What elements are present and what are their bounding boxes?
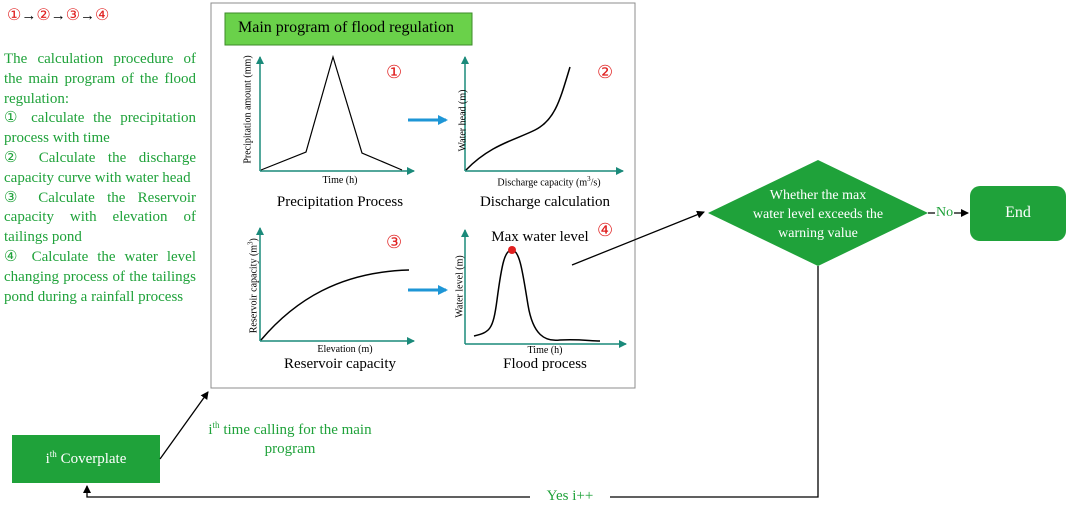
step-sequence: ①→②→③→④ [7,5,109,25]
procedure-step-3: ③ Calculate the Reservoir capacity with … [4,189,196,246]
calling-label: ith time calling for the main program [190,416,390,459]
seq-num-2: ② [36,7,51,24]
decision-line-2: water level exceeds the [752,207,884,222]
procedure-step-4: ④ Calculate the water level changing pro… [4,248,196,305]
calling-line-1: ith time calling for the main [190,416,390,440]
arrow-yes-loop [83,266,819,498]
calling-line-2: program [264,441,316,457]
end-box [970,186,1066,241]
discharge-curve [465,66,571,171]
coverplate-text: Coverplate [56,451,127,467]
arrow-coverplate-to-main [159,391,209,460]
main-program-frame [210,2,636,389]
calling-line-1-tail: time calling for the main [219,422,372,438]
coverplate-box [12,435,160,483]
panel-1-marker: ① [386,62,403,82]
panel-1-caption: Precipitation Process [276,194,404,210]
flood-process-curve [473,249,601,342]
procedure-description: The calculation procedure of the main pr… [4,50,196,307]
seq-num-3: ③ [65,7,81,24]
panel-1-xlabel: Time (h) [322,175,358,186]
panel-3-ylabel-main: Reservoir capacity (m [248,244,260,334]
panel-4-annotation: Max water level [491,229,589,245]
seq-arrow-1: → [21,8,37,24]
panel-2-caption: Discharge calculation [479,194,611,210]
reservoir-capacity-curve [260,269,410,341]
panel-2-ylabel: Water head (m) [457,89,469,152]
main-program-title-box [224,12,473,46]
panel-3-ylabel-tail: ) [248,238,260,242]
panel-1-ylabel: Precipitation amount (mm) [242,55,254,164]
precipitation-curve [260,54,403,171]
panel-2-xlabel-main: Discharge capacity (m [497,177,588,189]
panel-4-marker: ④ [597,220,614,240]
panel-3-ylabel-sup: 3 [246,241,255,245]
panel-4-axes [461,229,627,348]
panel-3-caption: Reservoir capacity [283,356,397,372]
procedure-step-1: ① calculate the precipitation process wi… [4,110,196,147]
max-water-level-dot [508,246,516,254]
decision-line-3: warning value [778,226,858,241]
coverplate-sup: th [49,449,57,459]
seq-num-4: ④ [95,7,110,24]
coverplate-label: ith Coverplate [12,449,160,468]
panel-1-axes [256,56,415,175]
procedure-intro: The calculation procedure of the main pr… [4,51,196,107]
panel-2-xlabel-tail: /s) [590,177,601,189]
panel-2-marker: ② [597,62,614,82]
panel-2-axes [461,56,624,175]
coverplate-prefix: i [45,451,50,467]
no-label: No [935,205,955,221]
panel-3-axes [256,227,415,345]
seq-num-1: ① [7,7,22,24]
main-program-title: Main program of flood regulation [238,19,454,36]
panel-4-ylabel: Water level (m) [454,255,466,318]
end-label: End [1005,204,1031,221]
panel-4-caption: Flood process [503,356,587,372]
panel-3-xlabel: Elevation (m) [317,344,373,355]
panel-4-xlabel: Time (h) [527,345,563,356]
panel-3-marker: ③ [386,232,403,252]
seq-arrow-3: → [80,8,96,24]
panel-3-ylabel: Reservoir capacity (m3) [246,236,259,336]
panel-2-xlabel: Discharge capacity (m3/s) [474,175,624,188]
decision-text: Whether the max water level exceeds the … [740,186,896,243]
procedure-step-2: ② Calculate the discharge capacity curve… [4,149,196,186]
arrow-main-to-decision [571,210,705,266]
seq-arrow-2: → [50,8,66,24]
calling-sup: th [212,420,220,430]
calling-prefix: i [208,422,213,438]
yes-label: Yes i++ [530,488,610,505]
decision-diamond [708,160,928,266]
decision-line-1: Whether the max [769,188,867,203]
panel-2-xlabel-sup: 3 [587,175,591,183]
